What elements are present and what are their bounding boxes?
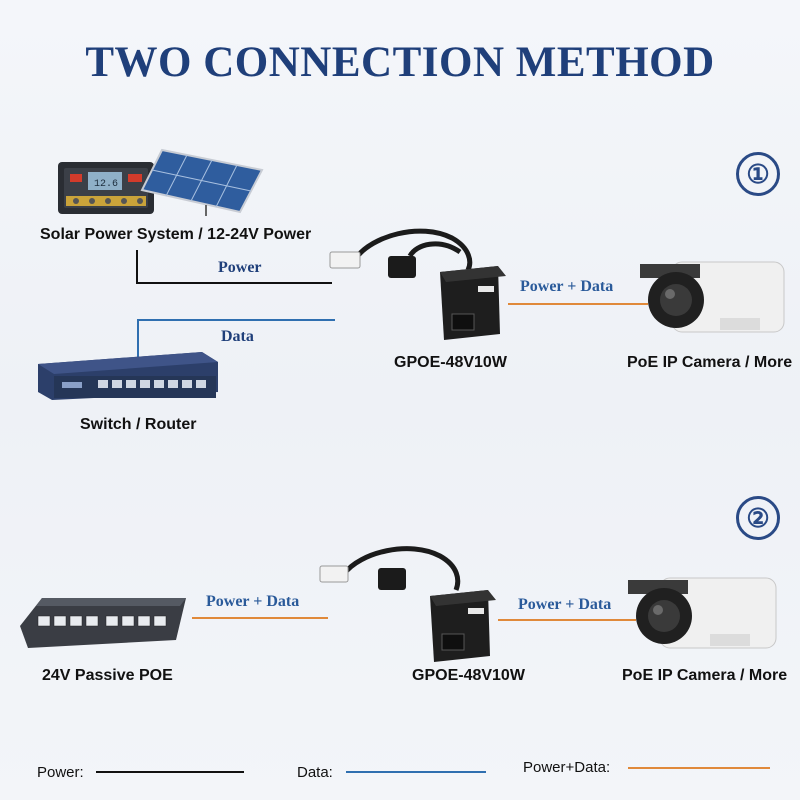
switch-router-label: Switch / Router (80, 416, 197, 433)
device-label-method-2: GPOE-48V10W (412, 667, 525, 684)
passive-poe-switch-icon (20, 598, 186, 648)
solar-charge-controller-icon: 12.6 (58, 162, 154, 214)
solar-panel-icon (140, 148, 264, 216)
power-data-input-label-method-2: Power + Data (206, 593, 300, 610)
power-line-method-1 (136, 250, 332, 284)
data-line-label: Data (221, 328, 254, 345)
svg-text:12.6: 12.6 (94, 179, 118, 190)
camera-label-method-2: PoE IP Camera / More (622, 667, 788, 684)
ip-camera-icon-method-1 (640, 261, 785, 333)
ip-camera-icon-method-2 (628, 577, 777, 649)
method-1-number-badge: ① (736, 152, 780, 196)
method-2-number-badge: ② (736, 496, 780, 540)
solar-power-source-label: Solar Power System / 12-24V Power (40, 226, 312, 243)
legend-power-data-label: Power+Data: (523, 759, 611, 776)
data-line-method-1 (137, 319, 335, 372)
passive-poe-label: 24V Passive POE (42, 667, 173, 684)
network-switch-icon (38, 352, 218, 400)
poe-splitter-icon-method-1 (329, 228, 506, 340)
power-data-line-label-method-1: Power + Data (520, 278, 614, 295)
power-data-output-label-method-2: Power + Data (518, 596, 612, 613)
page-title: TWO CONNECTION METHOD (85, 39, 715, 86)
camera-label-method-1: PoE IP Camera / More (627, 354, 793, 371)
legend-power-label: Power: (37, 764, 84, 781)
device-label-method-1: GPOE-48V10W (394, 354, 507, 371)
power-line-label: Power (218, 259, 262, 276)
poe-splitter-icon-method-2 (319, 546, 496, 662)
legend-data-label: Data: (297, 764, 333, 781)
